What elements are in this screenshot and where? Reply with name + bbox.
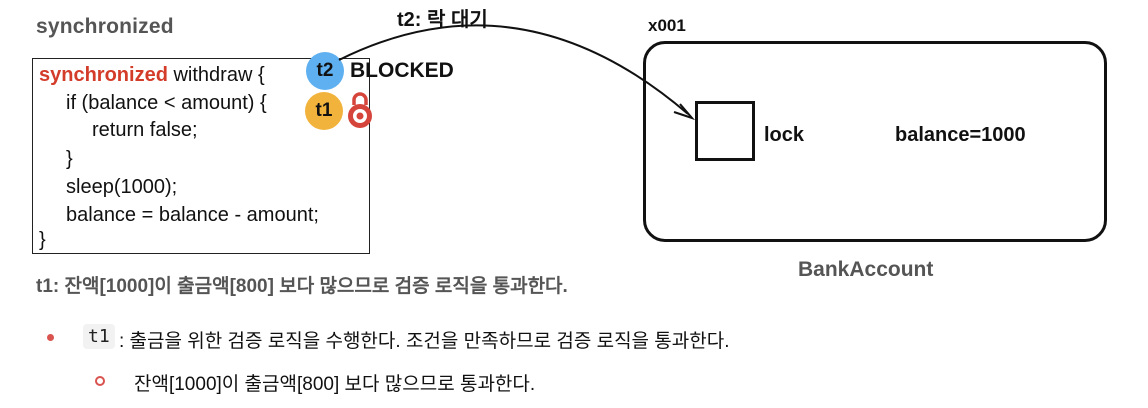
- balance-label: balance=1000: [895, 124, 1026, 146]
- thread-t1-badge: t1: [305, 92, 343, 130]
- code-line-4: }: [66, 148, 73, 170]
- bullet-dot-icon: [47, 334, 54, 341]
- code-box: synchronized withdraw { if (balance < am…: [32, 58, 370, 254]
- thread-t2-badge: t2: [306, 52, 344, 90]
- monitor-lock-box: [695, 101, 755, 161]
- bank-account-name: BankAccount: [798, 258, 934, 281]
- section-title: synchronized: [36, 15, 174, 38]
- inline-code-t1: t1: [83, 324, 115, 349]
- blocked-state-label: BLOCKED: [350, 59, 454, 82]
- code-line-6: balance = balance - amount;: [66, 204, 319, 226]
- lock-icon: [348, 92, 372, 128]
- object-id: x001: [648, 16, 686, 35]
- wait-label: t2: 락 대기: [397, 9, 488, 31]
- code-line-2: if (balance < amount) {: [66, 92, 267, 114]
- code-line-3: return false;: [92, 119, 198, 141]
- code-line-1: synchronized withdraw {: [39, 64, 265, 87]
- bank-account-box: [643, 41, 1107, 242]
- bullet-item-2: 잔액[1000]이 출금액[800] 보다 많으므로 통과한다.: [134, 374, 536, 395]
- method-signature: withdraw {: [167, 64, 265, 86]
- code-line-7: }: [39, 229, 46, 251]
- caption: t1: 잔액[1000]이 출금액[800] 보다 많으므로 검증 로직을 통과…: [36, 276, 568, 297]
- bullet-item-1: : 출금을 위한 검증 로직을 수행한다. 조건을 만족하므로 검증 로직을 통…: [119, 331, 730, 352]
- synchronized-keyword: synchronized: [39, 64, 168, 86]
- code-line-5: sleep(1000);: [66, 176, 178, 198]
- sub-bullet-circle-icon: [95, 376, 105, 386]
- lock-label: lock: [764, 124, 805, 146]
